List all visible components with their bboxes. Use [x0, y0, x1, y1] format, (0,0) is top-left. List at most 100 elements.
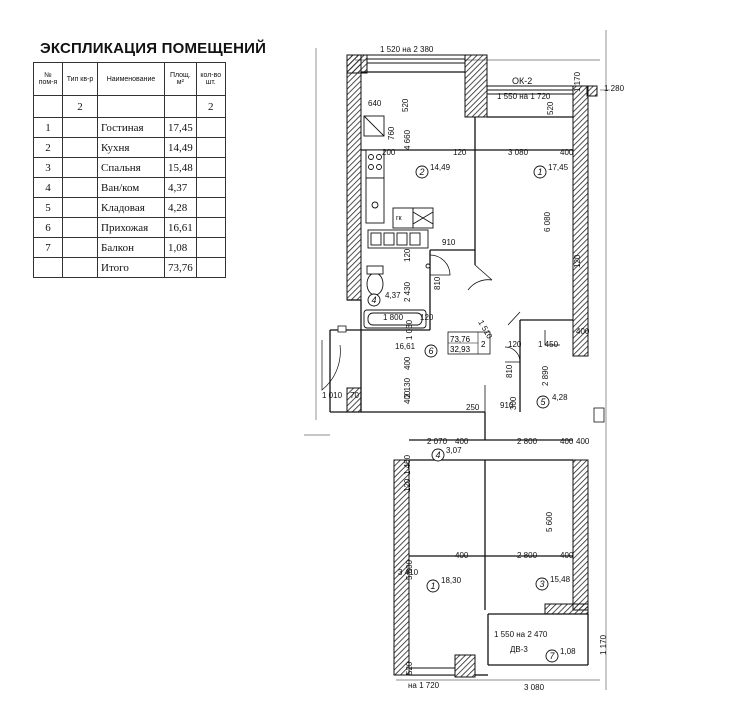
room-areas: 17,45 14,49 15,48 4,37 4,28 16,61 1,08 1…: [385, 163, 576, 656]
door-dv3-size: 1 550 на 2 470: [494, 630, 548, 639]
svg-text:400: 400: [576, 437, 590, 446]
svg-text:810: 810: [505, 364, 514, 378]
svg-text:400: 400: [576, 327, 590, 336]
svg-text:300: 300: [509, 396, 518, 410]
window-ok2-label: ОК-2: [512, 76, 532, 86]
apt-living-area: 32,93: [450, 345, 471, 354]
svg-text:3 080: 3 080: [524, 683, 545, 692]
svg-text:1 450: 1 450: [538, 340, 559, 349]
svg-text:2 430: 2 430: [403, 281, 412, 302]
plan-labels: ОК-2 1 550 на 1 720 1 520 на 2 380 ДВ-3 …: [380, 45, 551, 690]
kitchen-fixtures: [363, 115, 434, 249]
svg-text:70: 70: [350, 391, 359, 400]
svg-text:1 010: 1 010: [322, 391, 343, 400]
svg-text:120: 120: [453, 148, 467, 157]
header-name: Наименование: [97, 62, 165, 96]
svg-text:1 800: 1 800: [383, 313, 404, 322]
table-row: 4 Ван/ком 4,37: [33, 177, 226, 198]
svg-text:520: 520: [405, 661, 414, 675]
svg-text:3 410: 3 410: [398, 568, 419, 577]
gk-label: гк: [396, 215, 403, 222]
total-label: Итого: [97, 257, 165, 278]
room-numbers: 1 2 3 4 5 6 7 1 4: [371, 167, 555, 661]
svg-text:120: 120: [508, 340, 522, 349]
svg-text:640: 640: [368, 99, 382, 108]
svg-text:910: 910: [500, 401, 514, 410]
apt-rooms: 2: [481, 340, 486, 349]
outer-walls: [346, 54, 598, 678]
explication-title: ЭКСПЛИКАЦИЯ ПОМЕЩЕНИЙ: [40, 40, 267, 57]
svg-text:400: 400: [455, 437, 469, 446]
svg-text:520: 520: [401, 98, 410, 112]
svg-text:2 070: 2 070: [427, 437, 448, 446]
bottom-window-size: на 1 720: [408, 681, 440, 690]
room-number: 4: [435, 450, 440, 460]
svg-text:910: 910: [442, 238, 456, 247]
svg-text:2 800: 2 800: [517, 551, 538, 560]
door-dv3-label: ДВ-3: [510, 645, 528, 654]
table-row: 7 Балкон 1,08: [33, 237, 226, 258]
room-number: 7: [549, 651, 555, 661]
window-ok2-size: 1 550 на 1 720: [497, 92, 551, 101]
svg-text:2 890: 2 890: [541, 365, 550, 386]
svg-text:120: 120: [420, 313, 434, 322]
svg-text:520: 520: [546, 101, 555, 115]
reference-lines: [304, 30, 610, 690]
svg-text:1 460: 1 460: [403, 454, 412, 475]
wall-lines: [329, 71, 589, 676]
svg-text:400: 400: [455, 551, 469, 560]
svg-text:250: 250: [466, 403, 480, 412]
svg-text:1 170: 1 170: [573, 71, 582, 92]
svg-text:120: 120: [403, 478, 412, 492]
room-area: 1,08: [560, 647, 576, 656]
table-total-row: Итого 73,76: [33, 257, 226, 278]
svg-text:400: 400: [560, 551, 574, 560]
dimension-labels: 640 200 120 3 080 400 1 280 910 1 800 12…: [322, 84, 625, 692]
svg-text:1 170: 1 170: [599, 634, 608, 655]
svg-text:810: 810: [433, 276, 442, 290]
svg-text:400: 400: [560, 148, 574, 157]
room-area: 18,30: [441, 576, 462, 585]
svg-text:1 030: 1 030: [405, 319, 414, 340]
table-row: 2 2: [33, 95, 226, 118]
room-area: 4,28: [552, 393, 568, 402]
room-number: 2: [418, 167, 424, 177]
table-row: 3 Спальня 15,48: [33, 157, 226, 178]
total-value: 73,76: [164, 257, 197, 278]
room-area: 16,61: [395, 342, 416, 351]
svg-text:200: 200: [382, 148, 396, 157]
apt-total-area: 73,76: [450, 335, 471, 344]
room-number: 4: [371, 295, 376, 305]
room-number: 3: [539, 579, 544, 589]
svg-text:120: 120: [573, 254, 582, 268]
windows: [366, 54, 574, 676]
svg-text:400: 400: [560, 437, 574, 446]
apartment-summary: 73,76 32,93 2: [447, 331, 491, 355]
svg-text:2 800: 2 800: [517, 437, 538, 446]
room-number: 6: [428, 346, 433, 356]
table-header-row: № пом-я Тип кв-р Наименование Площ. м² к…: [33, 62, 226, 96]
room-markers: [367, 165, 559, 663]
room-number: 5: [540, 397, 546, 407]
svg-text:6 080: 6 080: [543, 211, 552, 232]
dimension-labels-vertical: 520 760 4 660 520 6 080 1 170 120 120 2 …: [387, 71, 608, 675]
top-dimension: 1 520 на 2 380: [380, 45, 434, 54]
room-number: 1: [537, 167, 542, 177]
room-area: 17,45: [548, 163, 569, 172]
room-number: 1: [430, 581, 435, 591]
room-area: 3,07: [446, 446, 462, 455]
svg-text:5 600: 5 600: [405, 559, 414, 580]
svg-text:4 660: 4 660: [403, 129, 412, 150]
svg-text:400: 400: [403, 390, 412, 404]
room-area: 15,48: [550, 575, 571, 584]
svg-text:760: 760: [387, 126, 396, 140]
room-area: 14,49: [430, 163, 451, 172]
svg-text:400: 400: [403, 356, 412, 370]
room-area: 4,37: [385, 291, 401, 300]
svg-text:1 280: 1 280: [604, 84, 625, 93]
table-row: 1 Гостиная 17,45: [33, 117, 226, 138]
doors: [321, 254, 605, 423]
svg-text:120: 120: [403, 248, 412, 262]
svg-text:2 130: 2 130: [403, 377, 412, 398]
